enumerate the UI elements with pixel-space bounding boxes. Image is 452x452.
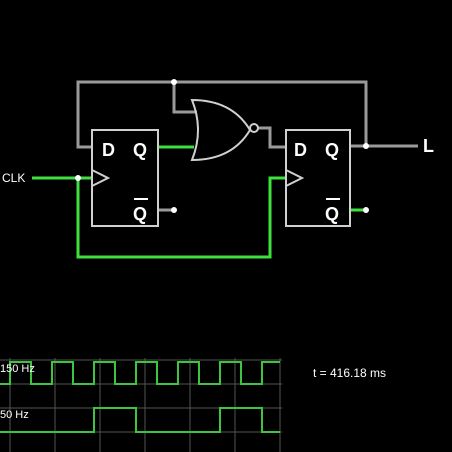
flipflop-1[interactable]: D Q Q: [91, 129, 159, 227]
junction-dot: [75, 175, 81, 181]
ff2-d-label: D: [294, 140, 307, 160]
ff1-q-label: Q: [133, 140, 147, 160]
scope-grid: [0, 358, 282, 452]
nor-gate[interactable]: [190, 98, 259, 162]
wire-gate-to-ff2[interactable]: [258, 126, 286, 149]
junction-dot: [363, 143, 369, 149]
output-label: L: [423, 136, 434, 156]
wire-clk-to-ff2[interactable]: [76, 176, 286, 259]
scope-panel[interactable]: 150 Hz 50 Hz t = 416.18 ms: [0, 358, 386, 452]
terminal-dot: [363, 207, 369, 213]
terminal-dot: [171, 207, 177, 213]
wire-feedback-loop[interactable]: [76, 80, 368, 149]
ff1-d-label: D: [102, 140, 115, 160]
ff2-qbar-label: Q: [325, 204, 339, 224]
ff1-qbar-label: Q: [133, 204, 147, 224]
clk-label: CLK: [2, 171, 25, 185]
trace1-label: 150 Hz: [0, 363, 35, 375]
ff2-q-label: Q: [325, 140, 339, 160]
flipflop-2[interactable]: D Q Q: [285, 129, 351, 227]
time-readout: t = 416.18 ms: [313, 366, 386, 380]
wire-feedback-to-gate[interactable]: [172, 82, 197, 114]
trace2-label: 50 Hz: [0, 409, 29, 421]
trace-50hz: [0, 407, 280, 433]
junction-dot: [171, 79, 177, 85]
trace-150hz: [0, 361, 280, 385]
